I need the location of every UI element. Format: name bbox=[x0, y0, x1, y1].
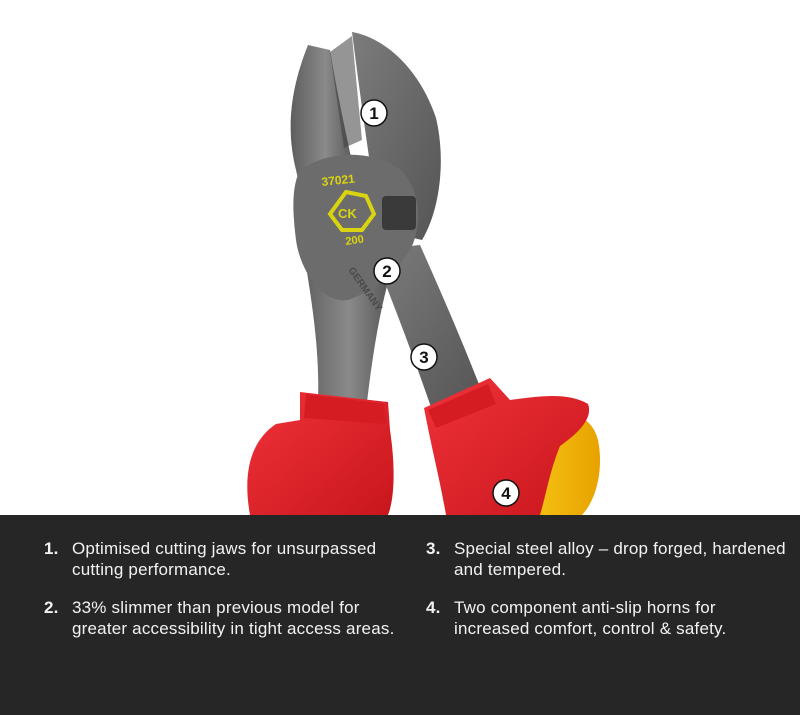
model-number-marking: 37021 bbox=[321, 172, 356, 189]
feature-text: Optimised cutting jaws for unsurpassed c… bbox=[72, 539, 377, 579]
callout-marker-4: 4 bbox=[492, 479, 520, 507]
feature-text: Special steel alloy – drop forged, harde… bbox=[454, 539, 786, 579]
svg-text:3: 3 bbox=[419, 348, 428, 367]
svg-text:2: 2 bbox=[382, 262, 391, 281]
features-panel: 1. Optimised cutting jaws for unsurpasse… bbox=[0, 515, 800, 715]
feature-number: 2. bbox=[44, 598, 59, 617]
feature-text: 33% slimmer than previous model for grea… bbox=[72, 598, 395, 638]
feature-item-3: 3. Special steel alloy – drop forged, ha… bbox=[426, 538, 786, 580]
ck-logo-hexagon bbox=[327, 189, 377, 232]
svg-text:4: 4 bbox=[501, 484, 511, 503]
right-handle-arm bbox=[372, 245, 482, 410]
ck-logo-text: CK bbox=[338, 206, 357, 221]
size-marking: 200 bbox=[345, 234, 365, 248]
feature-item-4: 4. Two component anti-slip horns for inc… bbox=[426, 597, 786, 639]
pliers-illustration: 37021 CK 200 GERMANY 1 2 3 4 bbox=[247, 32, 601, 515]
feature-number: 1. bbox=[44, 539, 59, 558]
callout-marker-1: 1 bbox=[360, 99, 388, 127]
feature-number: 3. bbox=[426, 539, 441, 558]
feature-number: 4. bbox=[426, 598, 441, 617]
feature-text: Two component anti-slip horns for increa… bbox=[454, 598, 727, 638]
left-red-handle bbox=[247, 392, 394, 515]
feature-item-2: 2. 33% slimmer than previous model for g… bbox=[44, 597, 404, 639]
feature-item-1: 1. Optimised cutting jaws for unsurpasse… bbox=[44, 538, 404, 580]
callout-marker-3: 3 bbox=[410, 343, 438, 371]
svg-text:1: 1 bbox=[369, 104, 378, 123]
callout-marker-2: 2 bbox=[373, 257, 401, 285]
product-photo: 37021 CK 200 GERMANY 1 2 3 4 bbox=[247, 32, 601, 515]
